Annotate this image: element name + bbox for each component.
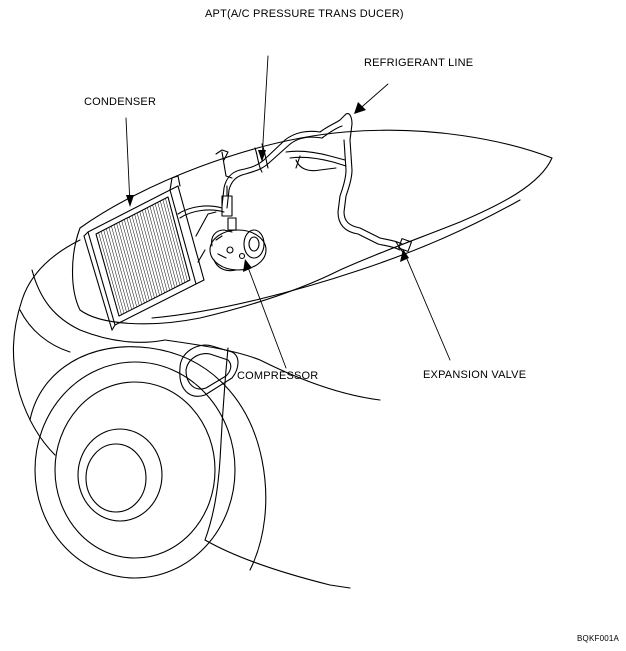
- wheel-arch: [29, 346, 267, 571]
- fender-line: [164, 339, 381, 401]
- condenser-fin: [106, 228, 130, 312]
- leader-expansion-valve: [403, 251, 451, 361]
- condenser-fin: [154, 203, 178, 287]
- leader-condenser: [125, 117, 131, 206]
- arrowhead-apt: [258, 150, 266, 162]
- condenser-fin: [134, 213, 158, 297]
- front-tire: [34, 361, 236, 579]
- condenser-fin: [147, 207, 170, 291]
- condenser-fin: [98, 232, 122, 315]
- headlight: [179, 344, 239, 397]
- condenser-fin: [142, 209, 165, 294]
- condenser-fin: [129, 216, 153, 300]
- leader-apt: [261, 55, 269, 161]
- condenser-fin: [136, 212, 160, 296]
- leader-lines: [125, 55, 451, 369]
- fender-crease: [151, 199, 521, 319]
- condenser-fin: [149, 206, 173, 290]
- hood-outline: [71, 129, 553, 325]
- condenser-fin: [118, 221, 143, 305]
- front-body: [12, 239, 81, 456]
- bumper-line: [31, 269, 166, 343]
- label-condenser: CONDENSER: [84, 96, 157, 108]
- condenser-fins: [98, 198, 188, 315]
- label-compressor: COMPRESSOR: [237, 370, 319, 382]
- condenser-fin: [165, 198, 188, 282]
- condenser-fin: [124, 219, 148, 303]
- arrowhead-expansion-valve: [400, 249, 409, 262]
- arrowhead-compressor: [243, 259, 252, 272]
- condenser-fin: [108, 227, 132, 310]
- condenser-fin: [103, 229, 127, 313]
- label-apt: APT(A/C PRESSURE TRANS DUCER): [205, 8, 404, 20]
- lower-body: [19, 309, 71, 353]
- label-refrigerant-line: REFRIGERANT LINE: [364, 57, 474, 69]
- arrowheads: [126, 102, 409, 272]
- condenser-fin: [162, 199, 186, 283]
- label-expansion-valve: EXPANSION VALVE: [423, 369, 527, 381]
- wheel-hub: [77, 428, 163, 522]
- arrowhead-condenser: [126, 195, 134, 207]
- arrowhead-refrigerant-line: [354, 102, 366, 114]
- condenser-fin: [144, 208, 168, 292]
- condenser-fin: [121, 220, 145, 304]
- condenser-fin: [126, 217, 150, 301]
- leader-compressor: [245, 261, 287, 369]
- compressor: [209, 185, 267, 272]
- rocker-line: [204, 539, 351, 589]
- figure-code: BQKF001A: [577, 634, 620, 643]
- condenser-fin: [100, 231, 125, 314]
- refrigerant-lines: [177, 113, 403, 251]
- condenser-fin: [111, 225, 135, 309]
- condenser-fin: [131, 215, 155, 299]
- condenser-fin: [116, 223, 140, 306]
- condenser-fin: [139, 211, 163, 295]
- condenser-fin: [160, 200, 183, 285]
- condenser-fin: [113, 224, 138, 308]
- condenser: [83, 185, 205, 331]
- condenser-fin: [157, 202, 181, 286]
- condenser-fin: [152, 204, 176, 288]
